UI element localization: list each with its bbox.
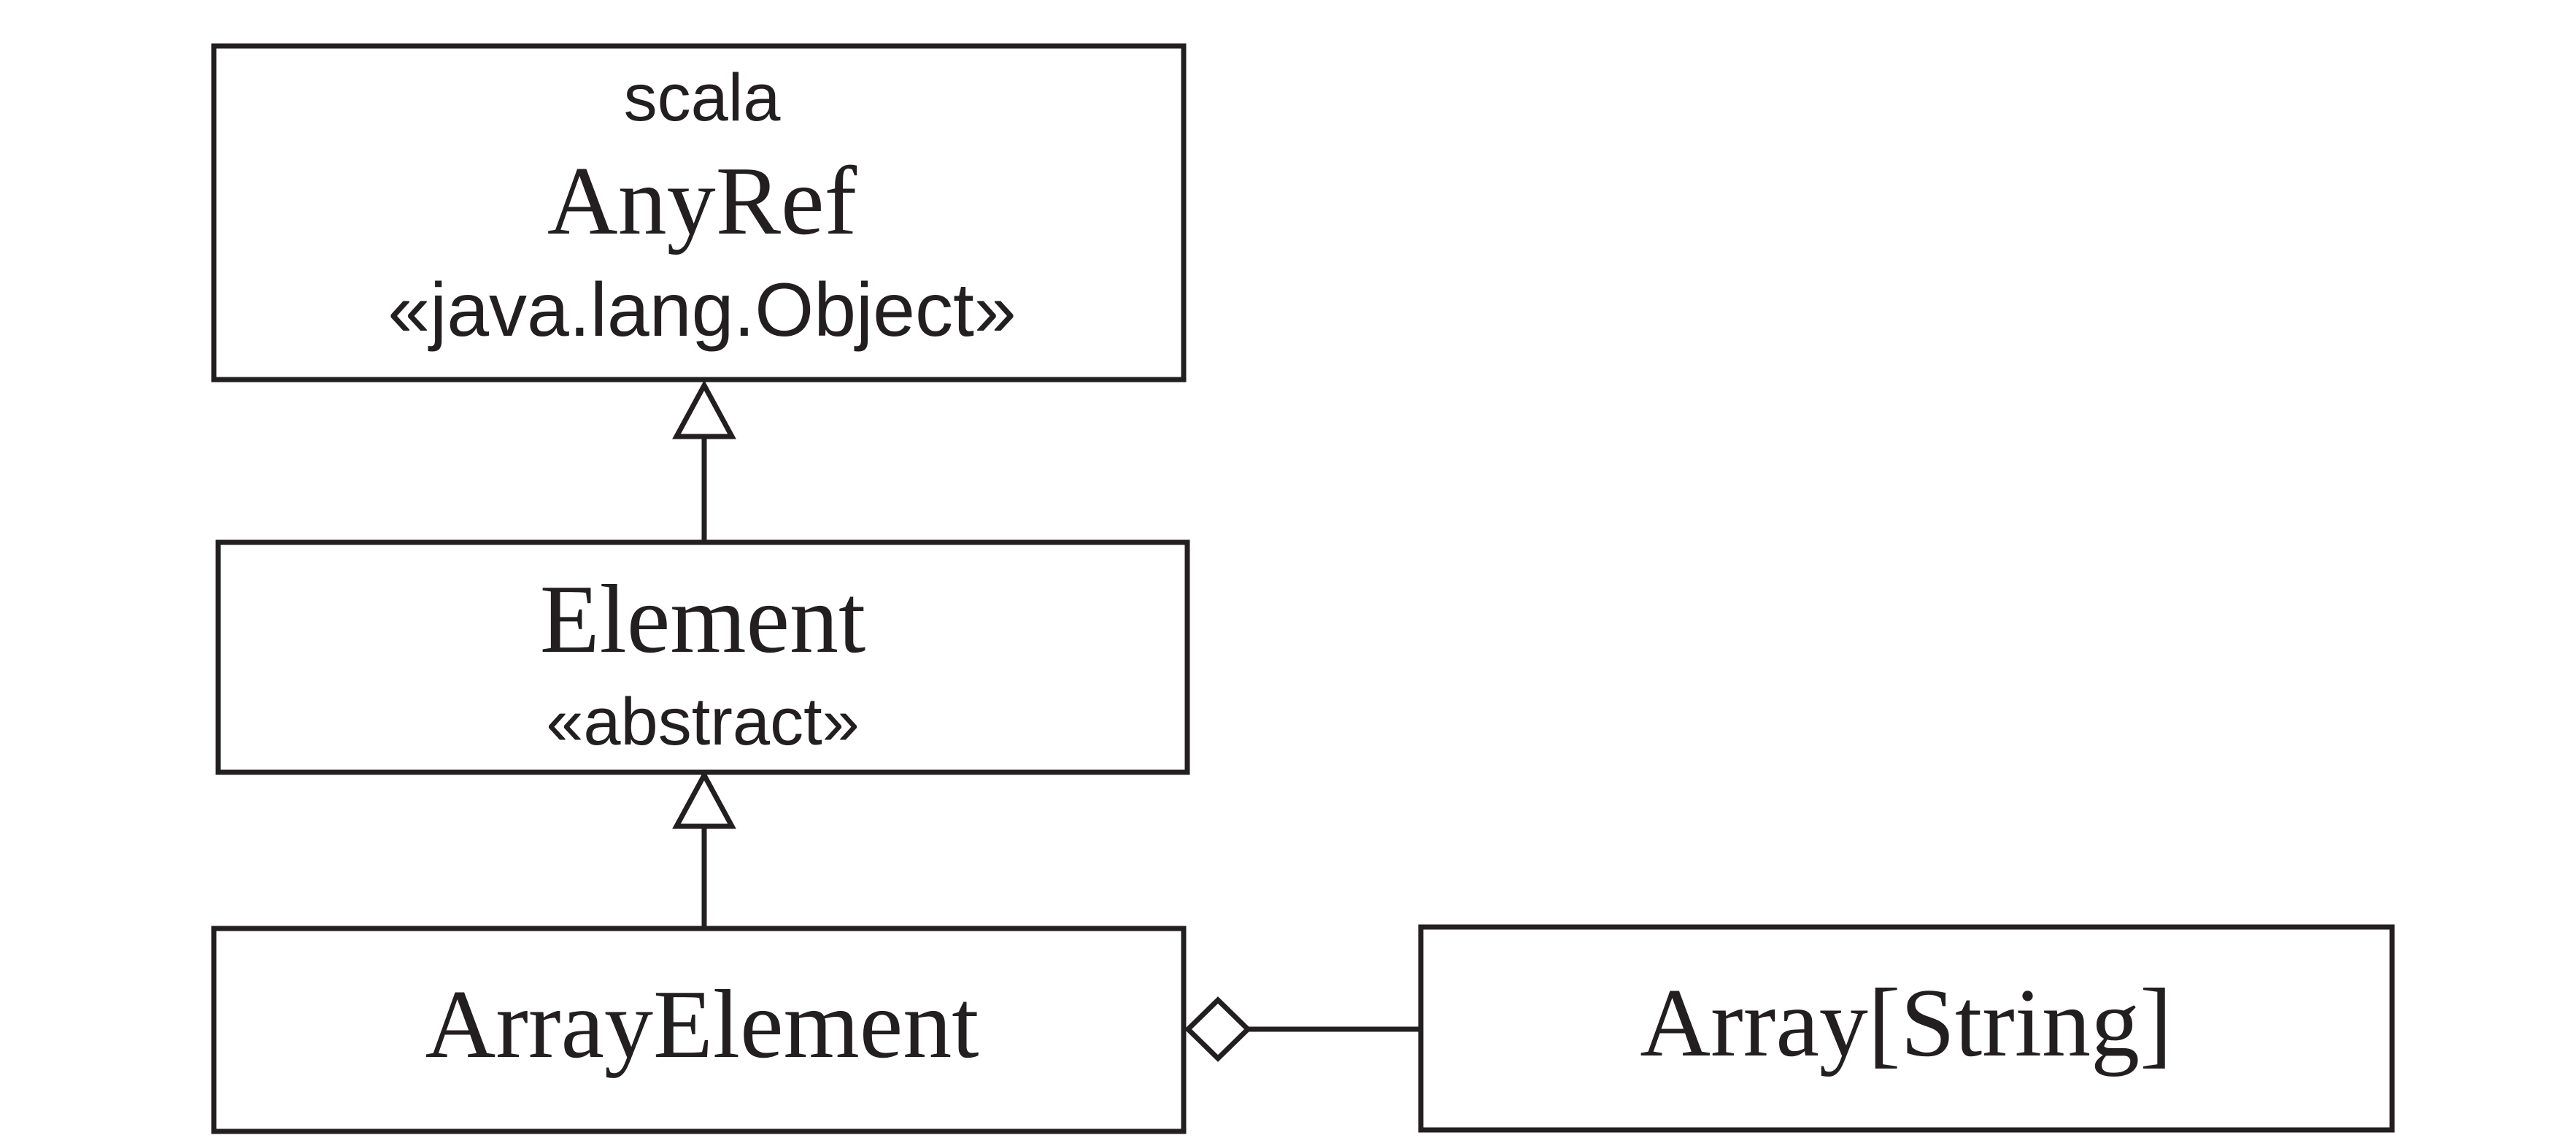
class-arraystring-box bbox=[1418, 924, 2395, 1133]
class-anyref-box bbox=[211, 43, 1187, 382]
class-arraystring: Array[String] bbox=[1418, 924, 2395, 1133]
inheritance-element-anyref-arrowhead bbox=[672, 380, 736, 439]
class-anyref-stereotype: «java.lang.Object» bbox=[387, 268, 1016, 353]
class-arrayelement: ArrayElement bbox=[211, 926, 1187, 1134]
class-element-box bbox=[215, 539, 1190, 775]
class-element: Element «abstract» bbox=[215, 539, 1190, 775]
class-anyref-package: scala bbox=[624, 61, 782, 135]
class-arrayelement-box bbox=[211, 926, 1187, 1134]
inheritance-element-anyref bbox=[672, 380, 736, 542]
class-anyref: scala AnyRef «java.lang.Object» bbox=[211, 43, 1187, 382]
inheritance-arrayelement-element bbox=[672, 769, 736, 927]
class-element-stereotype: «abstract» bbox=[546, 685, 860, 759]
class-anyref-name: AnyRef bbox=[547, 147, 857, 255]
class-arraystring-name: Array[String] bbox=[1640, 969, 2172, 1077]
inheritance-arrayelement-element-arrowhead bbox=[672, 769, 736, 829]
class-element-name: Element bbox=[540, 565, 866, 673]
class-arrayelement-name: ArrayElement bbox=[425, 970, 979, 1078]
aggregation-arrayelement-arraystring bbox=[1184, 996, 1421, 1062]
aggregation-diamond bbox=[1184, 996, 1252, 1062]
